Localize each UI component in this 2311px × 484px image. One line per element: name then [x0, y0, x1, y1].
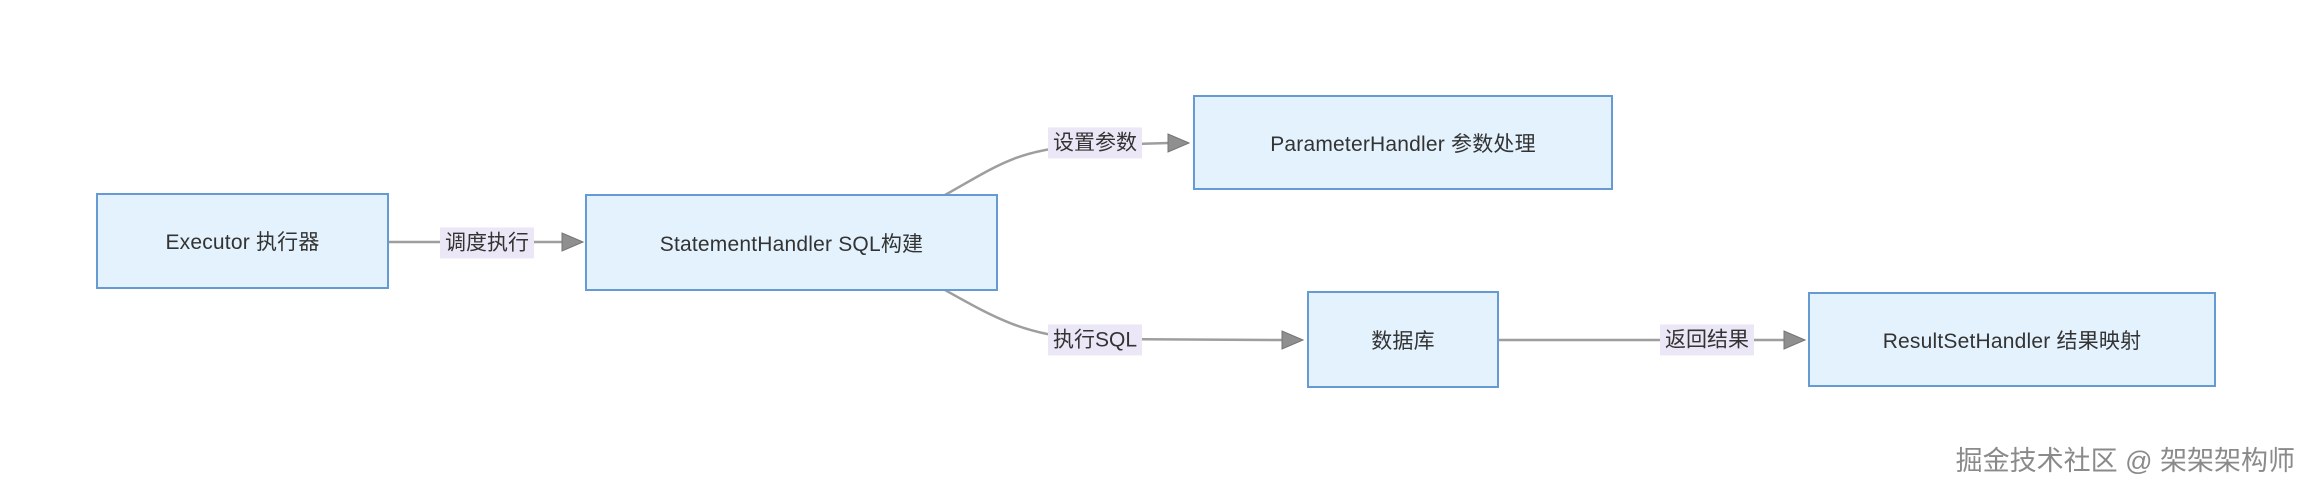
- node-executor-label: Executor 执行器: [165, 231, 320, 254]
- node-database: 数据库: [1307, 291, 1499, 388]
- edge-label-execsql: 执行SQL: [1047, 324, 1143, 356]
- edge-label-return: 返回结果: [1660, 324, 1754, 356]
- node-parameter-handler: ParameterHandler 参数处理: [1193, 95, 1613, 190]
- node-resultset-handler: ResultSetHandler 结果映射: [1808, 292, 2216, 387]
- node-statement-handler-label: StatementHandler SQL构建: [659, 232, 924, 256]
- node-resultset-handler-label: ResultSetHandler 结果映射: [1882, 329, 2142, 353]
- node-parameter-handler-label: ParameterHandler 参数处理: [1270, 132, 1536, 156]
- edge-label-dispatch: 调度执行: [440, 227, 534, 259]
- edge-label-setparam: 设置参数: [1048, 127, 1142, 159]
- node-database-label: 数据库: [1371, 329, 1435, 353]
- edge-return: [1499, 330, 1807, 350]
- node-executor: Executor 执行器: [96, 193, 389, 289]
- watermark-text: 掘金技术社区 @ 架架架构师: [1955, 446, 2295, 476]
- node-statement-handler: StatementHandler SQL构建: [585, 194, 998, 291]
